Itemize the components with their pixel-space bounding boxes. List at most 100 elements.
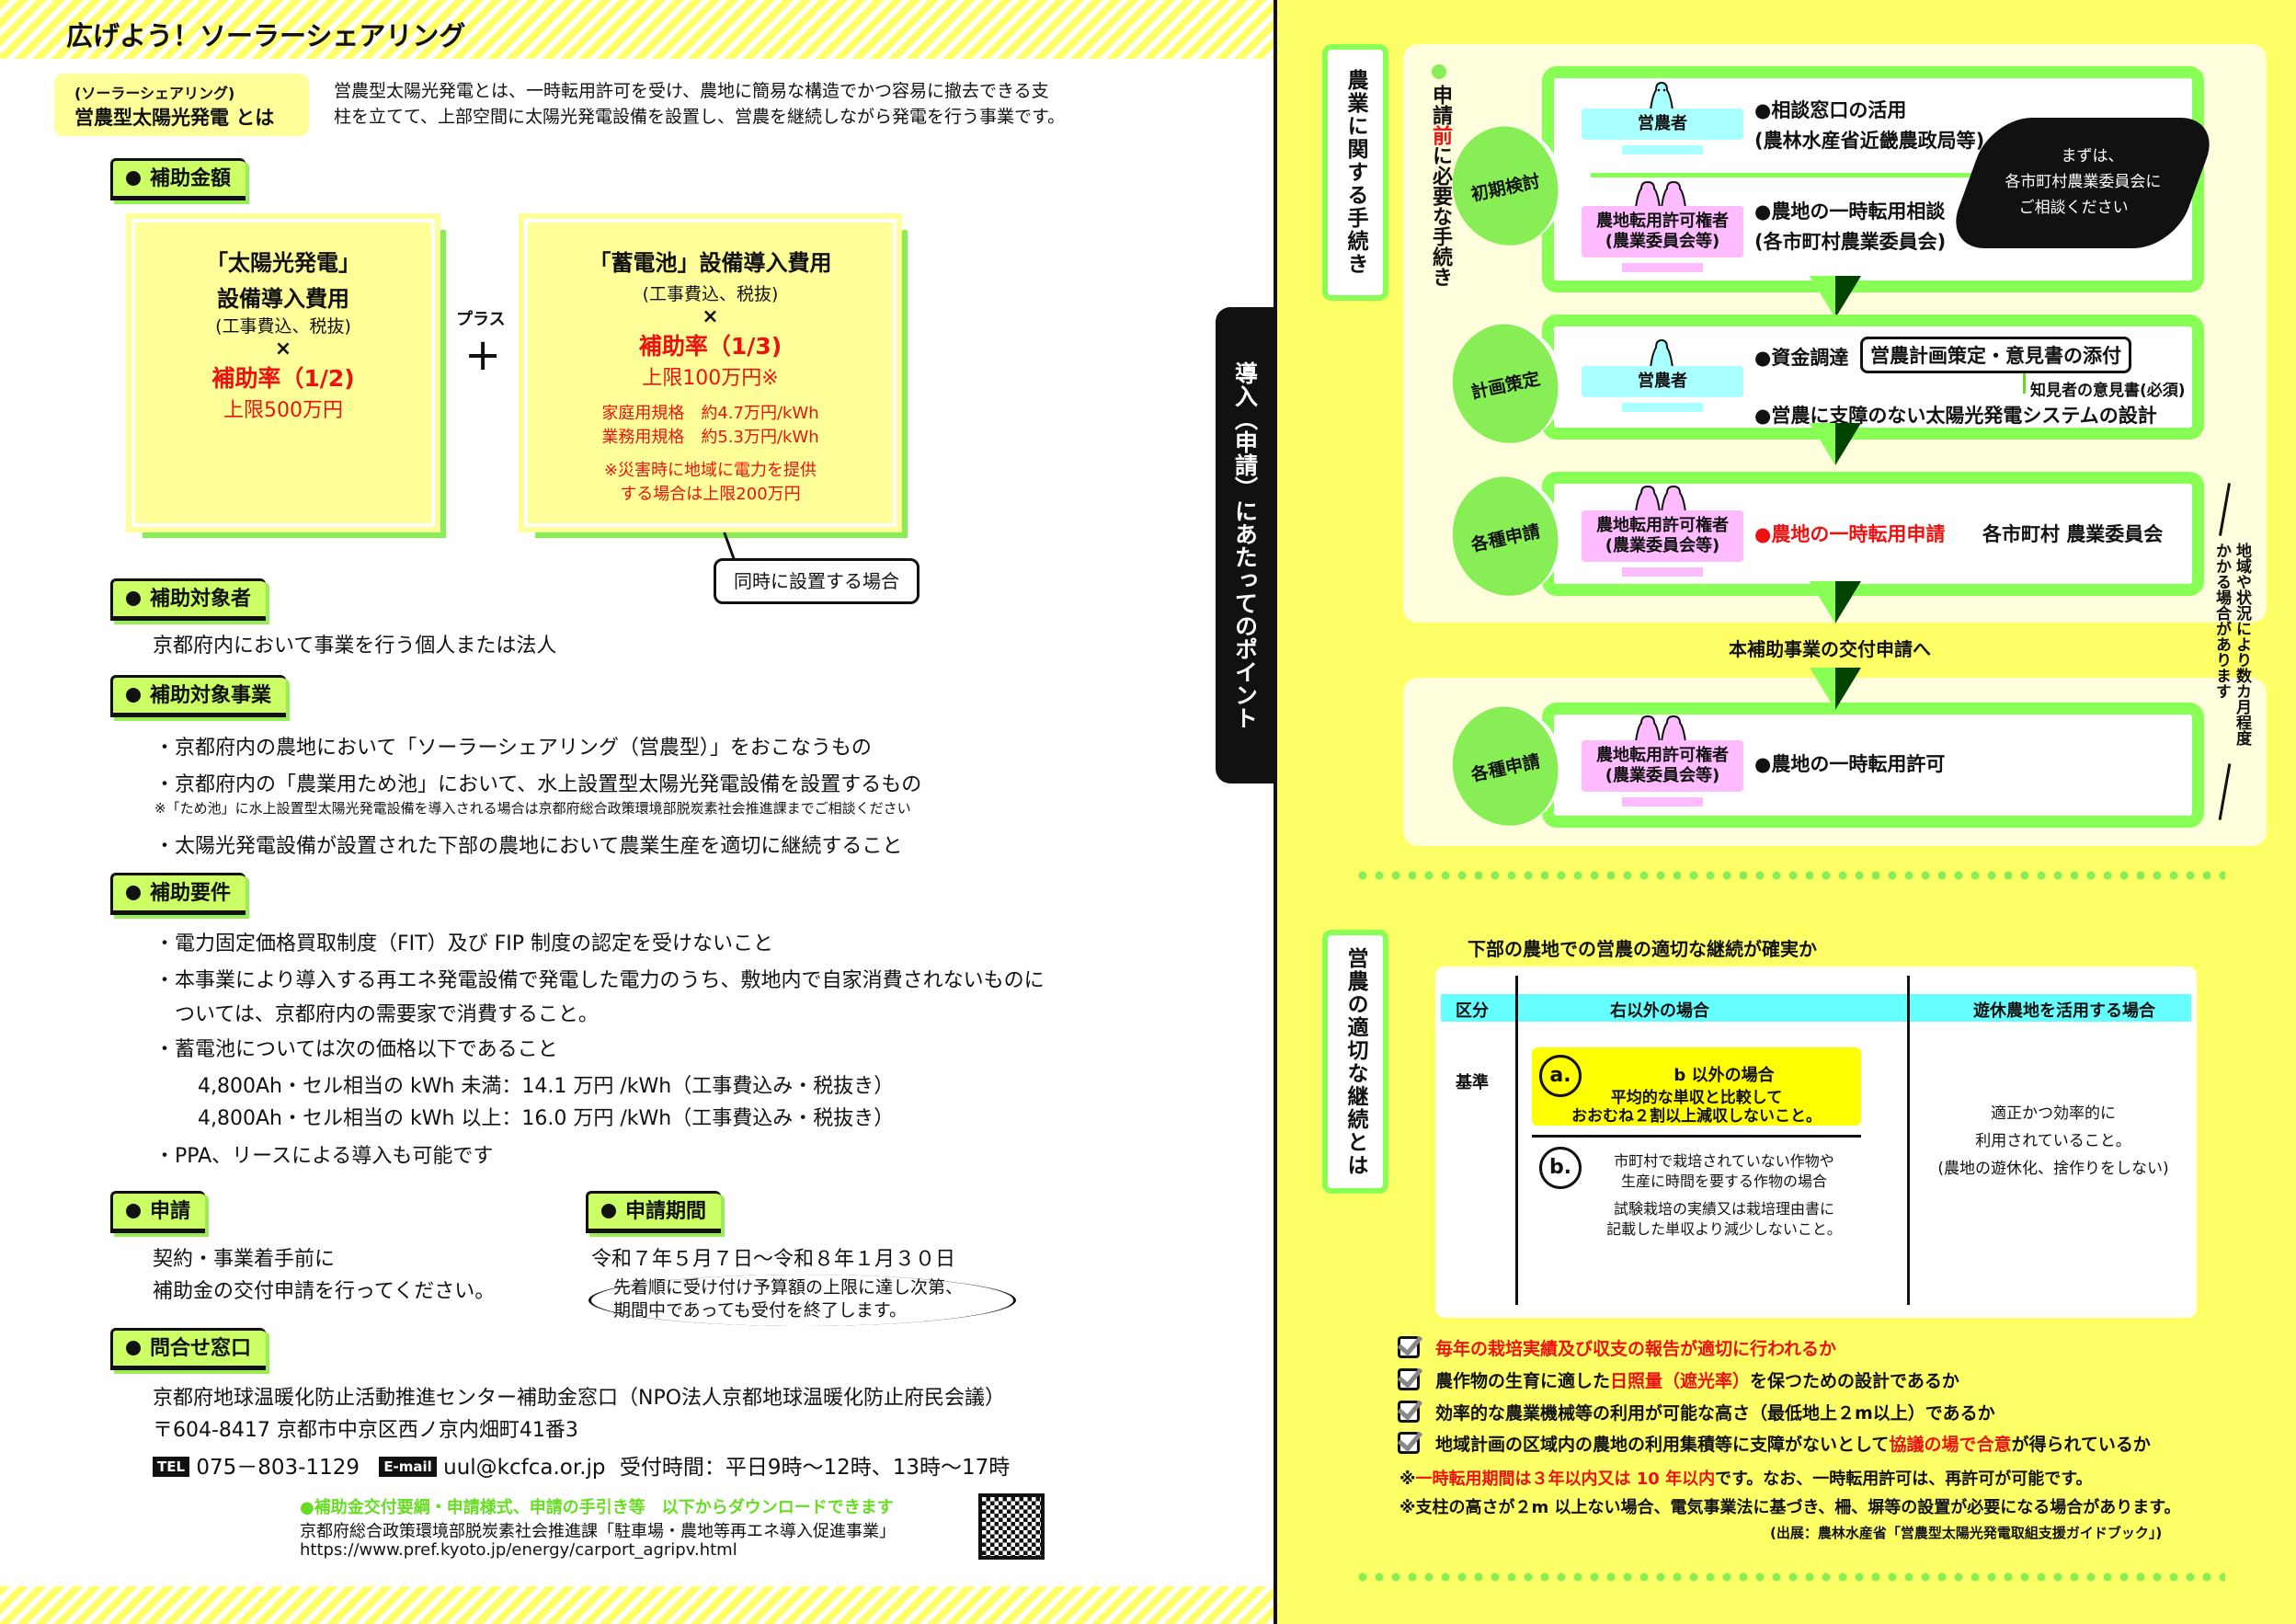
side-tab-points: 導入（申請）にあたってのポイント [1216,307,1274,783]
application-period-range: 令和７年５月７日～令和８年１月３０日 [591,1248,956,1271]
step-item: ●農地の一時転用許可 [1754,753,1946,775]
requirement-item: ・電力固定価格買取制度（FIT）及び FIP 制度の認定を受けないこと [154,932,773,955]
label-continuation: 営農の適切な継続とは [1322,930,1388,1194]
text: 効率的な農業機械等の利用が可能な高さ（最低地上２m以上）であるか [1435,1403,1995,1424]
text-red: 協議の場で合意 [1889,1435,2012,1455]
bullet-icon [126,591,141,606]
definition-label: (ソーラーシェアリング) 営農型太陽光発電 とは [54,74,309,136]
column-divider [1907,976,1910,1305]
solar-tax-note: (工事費込、税抜) [215,316,351,337]
definition-sub: (ソーラーシェアリング) [74,85,235,102]
checkbox-icon [1398,1432,1420,1454]
bullet-icon [126,1204,141,1218]
cloud-line: まずは、 [2061,147,2124,166]
plan-and-opinion-box: 営農計画策定・意見書の添付 [1860,337,2131,373]
header-idle-farmland: 遊休農地を活用する場合 [1973,1001,2155,1021]
text-red: 日照量（遮光率） [1610,1371,1751,1391]
text: ※ [1399,1470,1416,1489]
role-permit-authority: 農地転用許可権者 (農業委員会等) [1582,206,1743,272]
section-application-period: 申請期間 [586,1191,722,1233]
text: 農作物の生育に適した [1435,1371,1611,1391]
row-label-criteria: 基準 [1456,1073,1489,1092]
expert-opinion-note: 知見者の意見書(必須) [2030,382,2186,400]
step-item: ●農地の一時転用相談 [1754,200,1946,223]
battery-cost-box: 「蓄電池」設備導入費用 (工事費込、税抜) × 補助率（1/3) 上限100万円… [519,213,902,532]
header-kubun: 区分 [1456,1001,1489,1021]
step-item: ●相談窓口の活用 [1754,99,1907,121]
check-item: 地域計画の区域内の農地の利用集積等に支障がないとして協議の場で合意が得られている… [1435,1431,2151,1456]
idle-text: (農地の遊休化、捨作りをしない) [1937,1160,2169,1178]
case-b-text: 生産に時間を要する作物の場合 [1620,1172,1827,1190]
battery-disaster-note: ※災害時に地域に電力を提供 [603,461,817,480]
dotted-divider [1354,871,2225,880]
contact-email[interactable]: uul@kcfca.or.jp [443,1456,606,1480]
label-part: に必要な手続き [1429,145,1452,287]
period-note-line: 先着順に受け付け予算額の上限に達し次第、 [613,1277,964,1298]
role-permit-authority: 農地転用許可権者 (農業委員会等) [1582,510,1743,577]
farmer-icon [1650,338,1673,368]
times-sign: × [274,337,292,360]
header-stripe [0,0,1274,59]
text: を保つための設計であるか [1750,1371,1959,1391]
row-divider [1532,1135,1861,1138]
step-planning [1542,315,2204,440]
stage-label: 初期検討 [1468,170,1542,205]
bullet-icon [1432,64,1446,79]
battery-business-price: 業務用規格 約5.3万円/kWh [601,428,819,447]
times-sign: × [702,305,719,328]
badge-b: b. [1539,1147,1582,1189]
section-title: 補助対象事業 [150,684,272,707]
download-url[interactable]: https://www.pref.kyoto.jp/energy/carport… [300,1540,737,1560]
note-period: ※一時転用期間は３年以内又は 10 年以内です。なお、一時転用許可は、再許可が可… [1399,1466,2093,1490]
project-note: ※「ため池」に水上設置型太陽光発電設備を導入される場合は京都府総合政策環境部脱炭… [154,800,911,817]
definition-line: 営農型太陽光発電とは、一時転用許可を受け、農地に簡易な構造でかつ容易に撤去できる… [334,81,1049,101]
bullet-icon [601,1204,616,1218]
step-item-highlight: ●農地の一時転用申請 [1754,523,1946,545]
solar-rate: 補助率（1/2) [211,365,355,392]
section-application: 申請 [110,1191,206,1233]
contact-tel[interactable]: 075－803-1129 [196,1456,360,1480]
battery-tax-note: (工事費込、税抜) [642,284,779,304]
section-contact: 問合せ窓口 [110,1328,267,1370]
download-dept: 京都府総合政策環境部脱炭素社会推進課「駐車場・農地等再エネ導入促進事業」 [300,1522,896,1541]
download-lead: ●補助金交付要綱・申請様式、申請の手引き等 以下からダウンロードできます [300,1498,894,1517]
section-title: 申請 [150,1200,191,1223]
stage-label: 各種申請 [1468,750,1542,785]
source-citation: (出展：農林水産省「営農型太陽光発電取組支援ガイドブック」) [1770,1525,2163,1541]
idle-text: 適正かつ効率的に [1991,1104,2116,1123]
badge-a: a. [1539,1055,1582,1097]
contact-line: TEL 075－803-1129 E-mail uul@kcfca.or.jp … [153,1449,1010,1481]
case-a-text: おおむね２割以上減収しないこと。 [1571,1107,1822,1126]
pre-application-label: 申請前に必要な手続き [1425,85,1455,287]
case-a-title: b 以外の場合 [1673,1066,1775,1085]
role-farmer: 営農者 [1582,109,1743,154]
eligible-persons-text: 京都府内において事業を行う個人または法人 [153,635,557,658]
battery-cap: 上限100万円※ [642,367,779,390]
contact-address: 〒604-8417 京都市中京区西ノ京内畑町41番3 [153,1419,578,1442]
table-header-band [1441,994,2191,1022]
solar-cost-box: 「太陽光発電」 設備導入費用 (工事費込、税抜) × 補助率（1/2) 上限50… [126,213,440,532]
requirement-item: ・PPA、リースによる導入も可能です [154,1145,494,1168]
section-requirements: 補助要件 [110,873,246,915]
stage-label: 計画策定 [1468,368,1542,403]
case-a-box [1532,1047,1861,1126]
officials-icon [1635,715,1686,742]
column-divider [1515,976,1518,1305]
text: 地域計画の区域内の農地の利用集積等に支障がないとして [1435,1435,1890,1455]
project-item: ・京都府内の「農業用ため池」において、水上設置型太陽光発電設備を設置するもの [154,773,922,796]
note-fence: ※支柱の高さが２m 以上ない場合、電気事業法に基づき、柵、塀等の設置が必要になる… [1399,1498,2181,1517]
section-title: 補助対象者 [150,588,252,611]
period-note: 先着順に受け付け予算額の上限に達し次第、 期間中であっても受付を終了します。 [588,1275,1016,1326]
idle-text: 利用されていること。 [1975,1132,2131,1150]
text-red: 一時転用期間は３年以内又は 10 年以内 [1415,1470,1716,1489]
solar-cap: 上限500万円 [223,399,343,422]
case-b-text: 試験栽培の実績又は栽培理由書に [1613,1200,1834,1218]
plus-label: プラス [456,310,506,329]
page-title: 広げよう！ソーラーシェアリング [66,20,466,51]
email-label: E-mail [379,1457,437,1477]
case-a-text: 平均的な単収と比較して [1610,1089,1783,1107]
callout-simultaneous: 同時に設置する場合 [714,558,920,604]
qr-code[interactable] [978,1493,1045,1560]
requirement-item: ついては、京都府内の需要家で消費すること。 [154,1003,599,1026]
period-note-line: 期間中であっても受付を終了します。 [613,1300,908,1321]
